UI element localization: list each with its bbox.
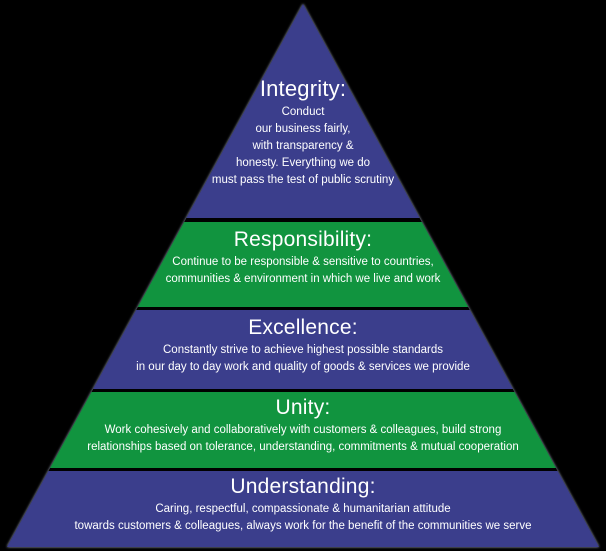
level-responsibility-line: communities & environment in which we li… [165, 273, 441, 285]
pyramid-edge-highlight: Integrity: Conduct our business fairly, … [7, 4, 599, 547]
level-integrity-line: our business fairly, [255, 123, 351, 135]
level-unity: Unity: Work cohesively and collaborative… [7, 392, 599, 468]
level-unity-title: Unity: [275, 396, 331, 419]
level-understanding-line: Caring, respectful, compassionate & huma… [155, 503, 451, 515]
level-integrity-line: must pass the test of public scrutiny [211, 174, 395, 186]
level-integrity-line: honesty. Everything we do [235, 157, 371, 169]
level-excellence-title: Excellence: [248, 316, 358, 339]
level-excellence-line: Constantly strive to achieve highest pos… [163, 344, 443, 356]
level-excellence: Excellence: Constantly strive to achieve… [7, 310, 599, 389]
level-responsibility-line: Continue to be responsible & sensitive t… [172, 256, 434, 268]
level-understanding-title: Understanding: [230, 475, 376, 498]
level-unity-line: Work cohesively and collaboratively with… [104, 424, 502, 436]
level-responsibility-title: Responsibility: [233, 228, 373, 251]
level-excellence-line: in our day to day work and quality of go… [136, 361, 470, 373]
values-pyramid: Integrity: Conduct our business fairly, … [7, 4, 599, 547]
level-responsibility: Responsibility: Continue to be responsib… [7, 222, 599, 307]
level-integrity: Integrity: Conduct our business fairly, … [7, 4, 599, 218]
level-integrity-line: with transparency & [252, 140, 354, 152]
level-unity-line: relationships based on tolerance, unders… [87, 441, 519, 453]
level-integrity-title: Integrity: [259, 76, 347, 101]
level-understanding-line: towards customers & colleagues, always w… [74, 520, 532, 532]
level-integrity-line: Conduct [281, 106, 325, 118]
level-understanding: Understanding: Caring, respectful, compa… [7, 471, 599, 547]
